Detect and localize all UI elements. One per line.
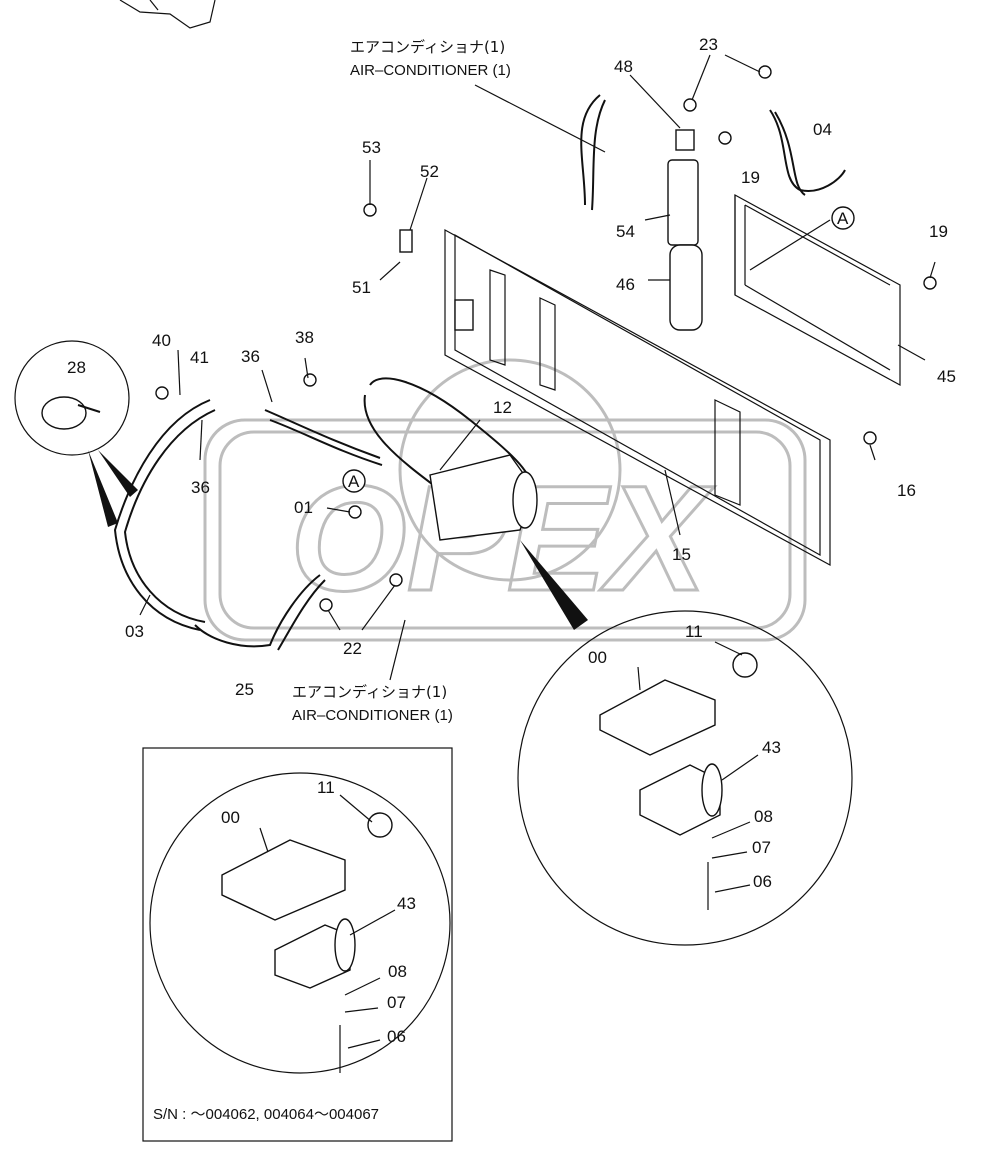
callout-22: 22 — [343, 639, 362, 658]
callout-04: 04 — [813, 120, 832, 139]
bolts — [155, 65, 937, 612]
detail-circle-clamp — [14, 340, 138, 527]
callout-15: 15 — [672, 545, 691, 564]
section-marker-a-top-label: A — [837, 209, 849, 228]
detail-circle-compressor-right — [517, 540, 853, 946]
ac-top-jp-caption: エアコンディショナ(1) — [350, 38, 505, 56]
ac-bottom-jp-caption: エアコンディショナ(1) — [292, 683, 447, 701]
callout-46: 46 — [616, 275, 635, 294]
callout-08-inset: 08 — [388, 962, 407, 981]
condenser-frame — [444, 228, 831, 567]
callout-16: 16 — [897, 481, 916, 500]
callout-19-right: 19 — [929, 222, 948, 241]
belt-compressor — [363, 377, 538, 541]
callout-52: 52 — [420, 162, 439, 181]
callout-36-top: 36 — [241, 347, 260, 366]
callout-06-inset: 06 — [387, 1027, 406, 1046]
section-marker-a-bottom-label: A — [348, 472, 360, 491]
callout-25: 25 — [235, 680, 254, 699]
callout-07-inset: 07 — [387, 993, 406, 1012]
serial-inset-box — [142, 747, 453, 1142]
watermark-gear — [398, 358, 622, 582]
callout-07-right: 07 — [752, 838, 771, 857]
callout-00-right: 00 — [588, 648, 607, 667]
callout-08-right: 08 — [754, 807, 773, 826]
serial-number-note: S/N : ～004062, 004064～004067 — [153, 1106, 379, 1123]
callout-45: 45 — [937, 367, 956, 386]
callout-12: 12 — [493, 398, 512, 417]
leader-lines — [139, 54, 936, 1049]
callout-53: 53 — [362, 138, 381, 157]
callout-19-top: 19 — [741, 168, 760, 187]
hoses — [113, 94, 846, 651]
callout-06-right: 06 — [753, 872, 772, 891]
callout-54: 54 — [616, 222, 635, 241]
callout-38: 38 — [295, 328, 314, 347]
cab-corner-fragment — [119, 0, 216, 29]
condenser — [734, 193, 901, 387]
callout-43-inset: 43 — [397, 894, 416, 913]
callout-51: 51 — [352, 278, 371, 297]
section-marker-a-bottom — [342, 469, 366, 493]
callout-48: 48 — [614, 57, 633, 76]
watermark-frame — [203, 418, 807, 642]
callout-36-bottom: 36 — [191, 478, 210, 497]
callout-11-inset: 11 — [317, 778, 335, 797]
callout-40: 40 — [152, 331, 171, 350]
ac-top-en-caption: AIR–CONDITIONER (1) — [350, 62, 511, 79]
callout-01: 01 — [294, 498, 313, 517]
receiver-drier — [667, 129, 703, 331]
section-marker-a-top — [831, 206, 855, 230]
callout-03: 03 — [125, 622, 144, 641]
callout-11-right: 11 — [685, 622, 703, 641]
panel-bracket — [454, 299, 474, 331]
watermark-frame-inner — [218, 430, 792, 630]
callout-43-right: 43 — [762, 738, 781, 757]
ac-bottom-en-caption: AIR–CONDITIONER (1) — [292, 707, 453, 724]
callout-00-inset: 00 — [221, 808, 240, 827]
callout-28: 28 — [67, 358, 86, 377]
callout-23: 23 — [699, 35, 718, 54]
callout-41: 41 — [190, 348, 209, 367]
